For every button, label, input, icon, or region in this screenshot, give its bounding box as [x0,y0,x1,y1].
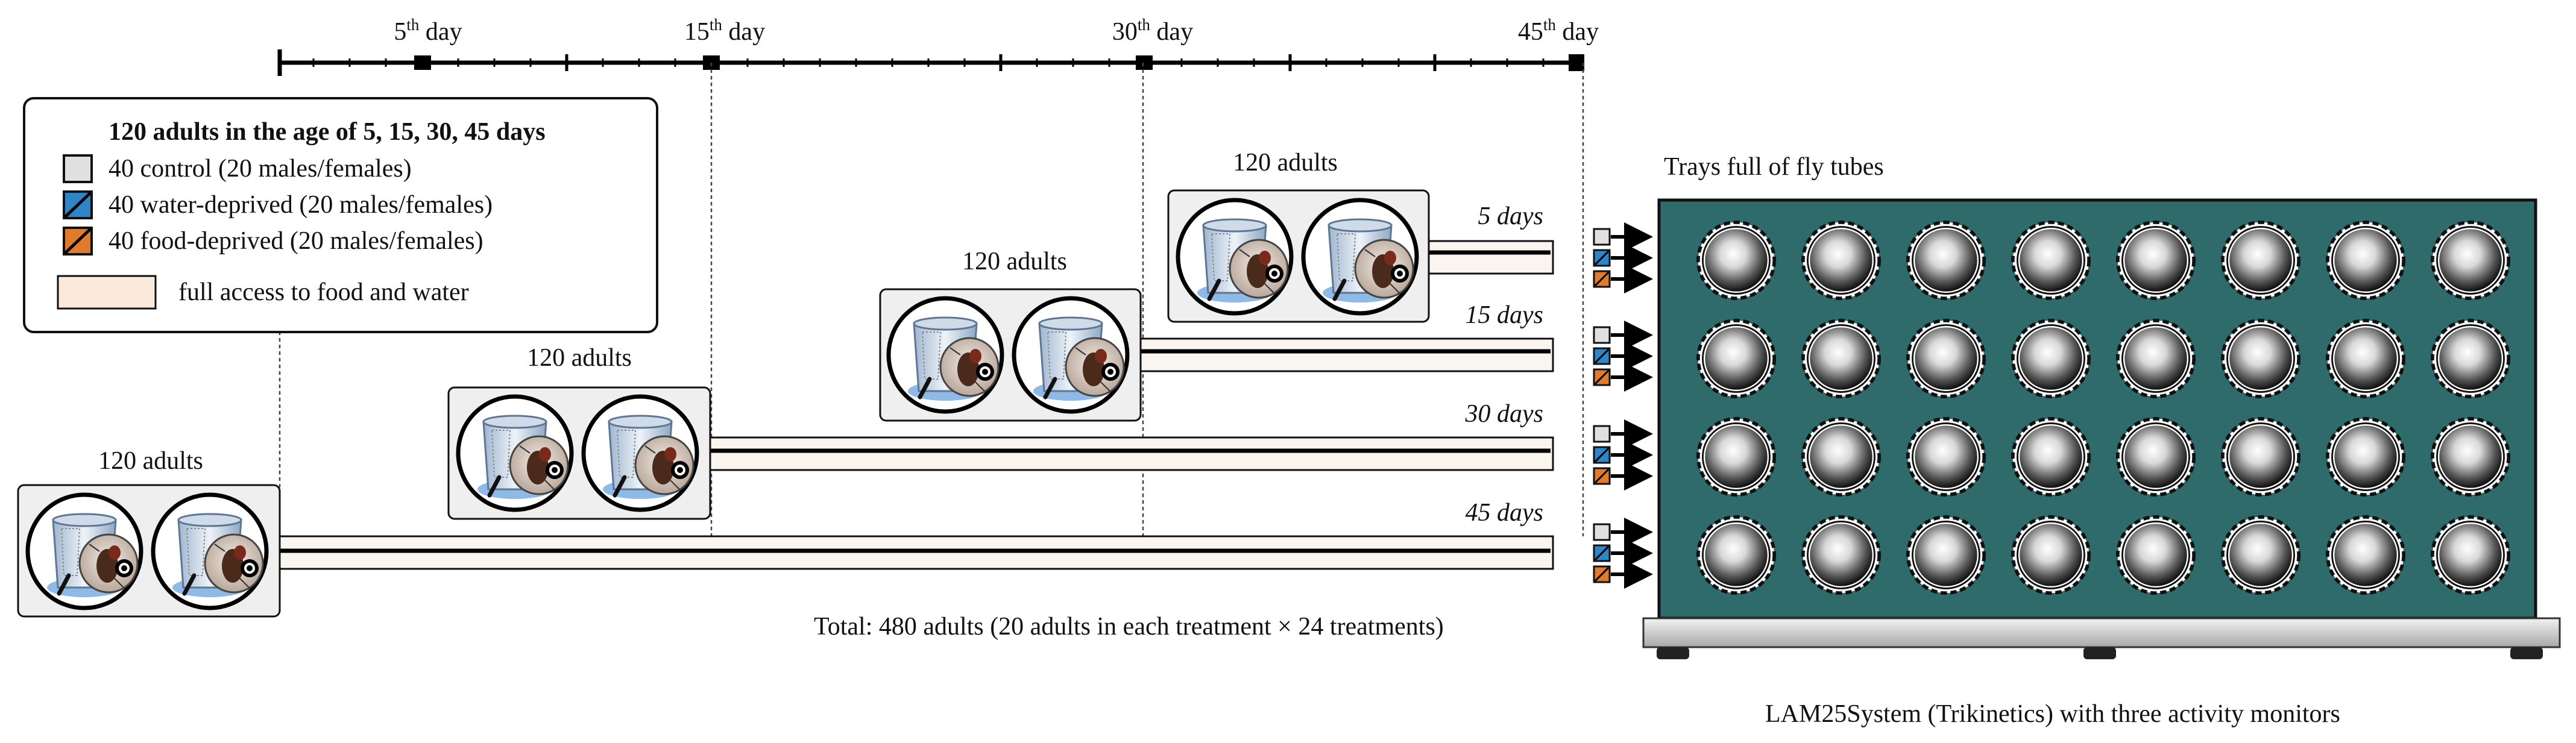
cohort-bars: 5 days 15 days 30 days 45 days [277,202,1554,570]
cohort-day-5: 120 adults [1167,149,1430,323]
timeline-major-ticks [565,54,1437,71]
tray-well [2223,222,2299,298]
legend-label-water: 40 water-deprived (20 males/females) [109,191,493,219]
vial-illustration [458,397,572,510]
marker-day-30 [1136,55,1153,70]
cohort-day-15: 120 adults [879,248,1142,422]
tray-well [2433,321,2508,397]
tray-well [1698,222,1774,298]
tray-well [1803,517,1879,593]
tray-caption: LAM25System (Trikinetics) with three act… [1765,700,2340,728]
cohort-day-30: 120 adults [447,344,711,520]
treatment-swatch-slash [1594,566,1610,582]
tray-well [2013,419,2089,495]
vial-illustration [1178,200,1291,313]
tray-base [1642,617,2561,648]
tray-well [1908,222,1984,298]
vial-illustration [889,298,1002,412]
tray-well [2328,222,2404,298]
legend-swatch-access [57,275,157,310]
tray-well [2223,517,2299,593]
tray-well [1803,222,1879,298]
bar-30-days [709,436,1554,471]
tray-well [1908,321,1984,397]
tray-well [2118,419,2194,495]
tray-title: Trays full of fly tubes [1664,153,1884,181]
legend-title: 120 adults in the age of 5, 15, 30, 45 d… [109,118,546,146]
vial-illustration [1014,298,1127,412]
tick-label-day-5: 5th day [394,16,462,46]
legend-label-access: full access to food and water [178,278,469,306]
treatment-swatch-slash [1594,369,1610,385]
tray-well [2118,321,2194,397]
treatment-arrows [1593,222,1653,589]
treatment-swatch-slash [1594,468,1610,484]
tray-well [1698,517,1774,593]
tray-foot [1657,647,1689,659]
tray-well [1698,321,1774,397]
cohort-day-45: 120 adults [17,447,281,618]
tray-well [2328,517,2404,593]
total-text: Total: 480 adults (20 adults in each tre… [814,613,1444,641]
cohort-label-day-15: 120 adults [962,248,1067,275]
treatment-swatch [1593,228,1611,246]
treatment-swatch-slash [1594,348,1610,364]
tick-label-day-30: 30th day [1112,16,1193,46]
cohort-label-day-30: 120 adults [527,344,632,372]
vial-illustration [153,495,266,608]
tray-well [2223,321,2299,397]
treatment-swatch [1593,523,1611,541]
duration-label-30: 30 days [1465,400,1544,428]
duration-label-45: 45 days [1466,499,1544,527]
tick-label-day-15: 15th day [684,16,765,46]
tray-well [2013,517,2089,593]
tray-well [2433,419,2508,495]
tray-foot [2083,647,2116,659]
tray-well [2013,222,2089,298]
tray-well [1803,419,1879,495]
cohort-label-day-45: 120 adults [98,447,203,475]
bar-15-days [1138,337,1554,372]
legend-box [23,97,658,333]
tray-well [2328,419,2404,495]
timeline-minor-ticks [312,58,1545,67]
bar-5-days [1428,240,1554,275]
tray-well [2013,321,2089,397]
marker-day-5 [414,55,431,70]
marker-day-45 [1569,54,1584,71]
treatment-swatch [1593,326,1611,344]
duration-label-5: 5 days [1478,202,1544,230]
treatment-swatch-slash [1594,545,1610,561]
tray-well [1698,419,1774,495]
legend-label-control: 40 control (20 males/females) [109,155,412,183]
legend-label-food: 40 food-deprived (20 males/females) [109,227,483,255]
legend-swatch-control [63,154,93,183]
tray-well [2118,222,2194,298]
legend: 120 adults in the age of 5, 15, 30, 45 d… [23,97,658,333]
treatment-swatch-slash [1594,250,1610,266]
vial-illustration [1303,200,1417,313]
cohort-label-day-5: 120 adults [1233,149,1338,177]
tray-well [1908,419,1984,495]
tray-well [2223,419,2299,495]
timeline: 5th day 15th day 30th day 45th day [277,16,1599,76]
tray-well [2118,517,2194,593]
tray-foot [2510,647,2543,659]
tray-well [2433,517,2508,593]
treatment-swatch-slash [1594,271,1610,287]
tray: Trays full of fly tubes LAM25System (Tri… [1642,153,2561,728]
duration-label-15: 15 days [1466,301,1544,329]
treatment-swatch-slash [1594,447,1610,463]
vial-illustration [28,495,141,608]
tray-well [2433,222,2508,298]
treatment-swatch [1593,425,1611,443]
vial-illustration [584,397,697,510]
tick-label-day-45: 45th day [1518,16,1599,46]
tray-well [1908,517,1984,593]
tray-well [2328,321,2404,397]
tray-well [1803,321,1879,397]
